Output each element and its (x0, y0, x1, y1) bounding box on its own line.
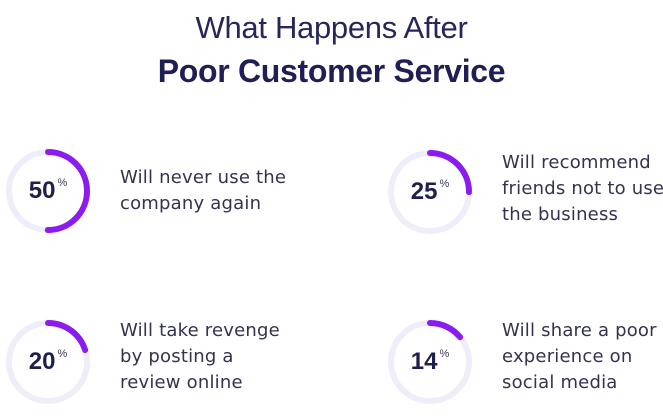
stat-description: Will recommend friends not to use the bu… (502, 150, 663, 228)
percent-sign: % (57, 177, 68, 189)
description-line: social media (502, 372, 618, 393)
stat-number: 25 (410, 178, 438, 205)
progress-ring (0, 314, 96, 410)
progress-ring-icon (388, 320, 472, 404)
percent-sign: % (57, 348, 68, 360)
stat-number: 14 (410, 348, 438, 375)
stat-value: 50% (0, 143, 96, 239)
description-line: the business (502, 204, 619, 225)
stat-revenge-review: 20% Will take revenge by posting a revie… (0, 314, 290, 420)
description-line: Will recommend (502, 152, 651, 173)
percent-sign: % (439, 178, 450, 190)
stat-description: Will never use the company again (120, 165, 286, 217)
stat-number: 20 (28, 348, 56, 375)
stat-value: 20% (0, 314, 96, 410)
description-line: Will share a poor (502, 320, 657, 341)
description-line: by posting a (120, 346, 234, 367)
stat-share-social-media: 14% Will share a poor experience on soci… (382, 314, 663, 420)
description-line: Will take revenge (120, 320, 280, 341)
description-line: friends not to use (502, 178, 663, 199)
description-line: experience on (502, 346, 633, 367)
stat-recommend-not-to-use: 25% Will recommend friends not to use th… (382, 144, 663, 254)
progress-ring-icon (6, 320, 90, 404)
progress-ring (382, 144, 478, 240)
stat-description: Will share a poor experience on social m… (502, 318, 657, 396)
stat-never-use-again: 50% Will never use the company again (0, 143, 290, 253)
progress-ring-icon (6, 149, 90, 233)
percent-sign: % (439, 348, 450, 360)
stat-value: 25% (382, 144, 478, 240)
progress-ring (382, 314, 478, 410)
description-line: review online (120, 372, 243, 393)
progress-ring-icon (388, 150, 472, 234)
stat-description: Will take revenge by posting a review on… (120, 318, 280, 396)
description-line: Will never use the (120, 167, 287, 188)
description-line: company again (120, 193, 262, 214)
title-line-2: Poor Customer Service (157, 53, 506, 89)
progress-ring (0, 143, 96, 239)
title-line-1: What Happens After (195, 10, 468, 45)
stat-number: 50 (28, 177, 56, 204)
stat-value: 14% (382, 314, 478, 410)
